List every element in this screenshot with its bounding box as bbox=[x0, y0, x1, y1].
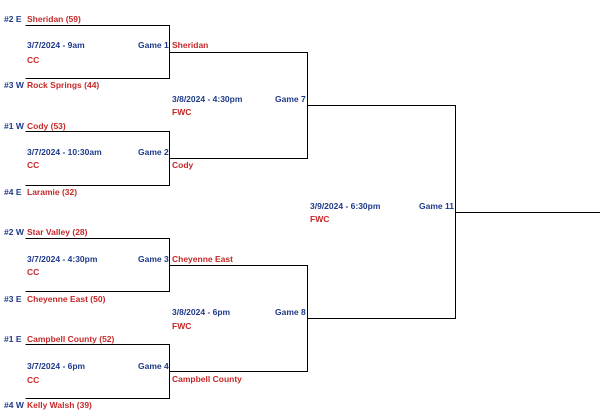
game-11-datetime: 3/9/2024 - 6:30pm bbox=[310, 201, 381, 211]
team-name: Rock Springs (44) bbox=[27, 80, 100, 90]
game-11-bracket bbox=[307, 105, 456, 319]
game-11-label: Game 11 bbox=[419, 201, 454, 211]
team-seed: #2 E bbox=[4, 14, 22, 24]
game-4-bracket bbox=[25, 344, 170, 399]
team-seed: #4 W bbox=[4, 400, 24, 410]
game-2-winner: Cody bbox=[172, 160, 194, 170]
team-name: Campbell County (52) bbox=[27, 334, 115, 344]
game-4-winner: Campbell County bbox=[172, 374, 242, 384]
game-8-bracket bbox=[169, 265, 308, 372]
game-3-winner: Cheyenne East bbox=[172, 254, 233, 264]
team-seed: #4 E bbox=[4, 187, 22, 197]
game-2-label: Game 2 bbox=[138, 147, 169, 157]
game-1-bracket bbox=[25, 25, 170, 79]
team-name: Cody (53) bbox=[27, 121, 66, 131]
team-name: Kelly Walsh (39) bbox=[27, 400, 92, 410]
team-name: Cheyenne East (50) bbox=[27, 294, 106, 304]
game-7-bracket bbox=[169, 52, 308, 159]
team-seed: #1 W bbox=[4, 121, 24, 131]
game-7-location: FWC bbox=[172, 107, 192, 117]
game-8-location: FWC bbox=[172, 321, 192, 331]
team-name: Sheridan (59) bbox=[27, 14, 81, 24]
team-seed: #3 E bbox=[4, 294, 22, 304]
game-4-datetime: 3/7/2024 - 6pm bbox=[27, 361, 86, 371]
game-3-datetime: 3/7/2024 - 4:30pm bbox=[27, 254, 98, 264]
game-4-location: CC bbox=[27, 375, 40, 385]
game-1-winner: Sheridan bbox=[172, 40, 209, 50]
game-3-bracket bbox=[25, 238, 170, 292]
team-seed: #1 E bbox=[4, 334, 22, 344]
game-11-location: FWC bbox=[310, 214, 330, 224]
team-seed: #2 W bbox=[4, 227, 24, 237]
game-7-datetime: 3/8/2024 - 4:30pm bbox=[172, 94, 243, 104]
team-name: Star Valley (28) bbox=[27, 227, 88, 237]
game-4-label: Game 4 bbox=[138, 361, 169, 371]
game-1-location: CC bbox=[27, 55, 40, 65]
game-2-bracket bbox=[25, 131, 170, 186]
game-1-label: Game 1 bbox=[138, 40, 169, 50]
game-1-datetime: 3/7/2024 - 9am bbox=[27, 40, 85, 50]
game-7-label: Game 7 bbox=[275, 94, 306, 104]
team-name: Laramie (32) bbox=[27, 187, 78, 197]
game-3-location: CC bbox=[27, 267, 40, 277]
team-seed: #3 W bbox=[4, 80, 24, 90]
game-3-label: Game 3 bbox=[138, 254, 169, 264]
game-8-datetime: 3/8/2024 - 6pm bbox=[172, 307, 231, 317]
game-2-location: CC bbox=[27, 160, 40, 170]
game-8-label: Game 8 bbox=[275, 307, 306, 317]
game-2-datetime: 3/7/2024 - 10:30am bbox=[27, 147, 102, 157]
